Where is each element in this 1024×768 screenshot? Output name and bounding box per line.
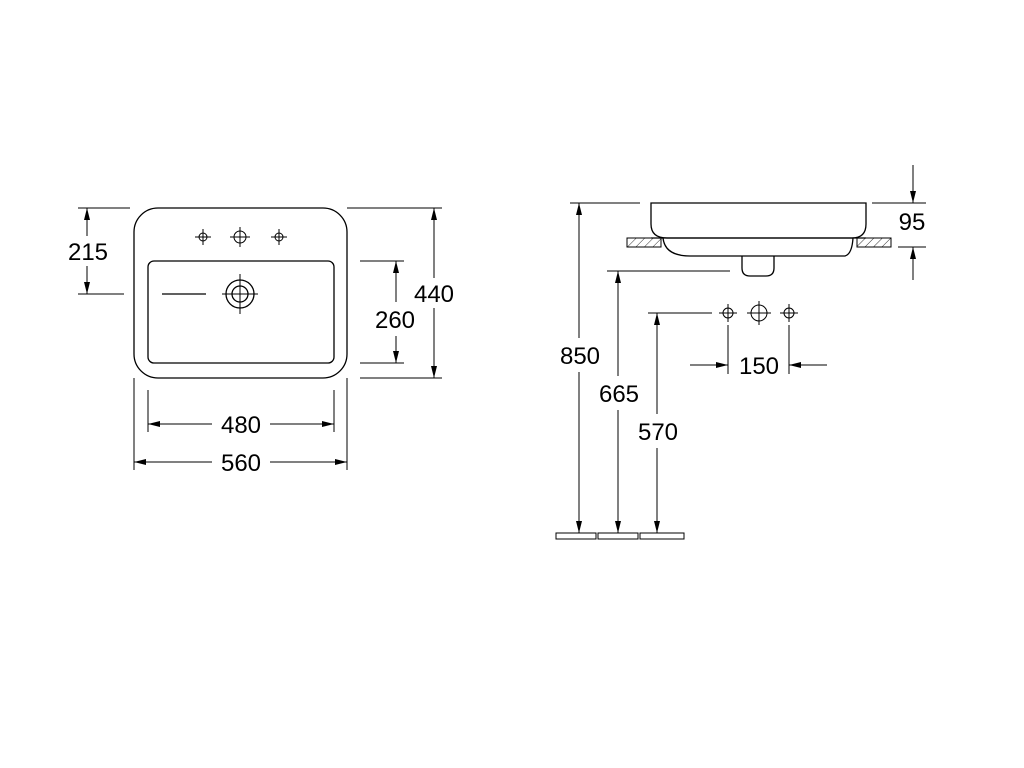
basin-profile [650,202,867,239]
countertop-left [626,237,662,248]
dim-570 [648,312,712,533]
dim-440 [347,207,442,379]
dim-label-440: 440 [414,281,454,308]
side-view: 95 850 665 [555,165,926,540]
floor [555,532,685,540]
dim-label-150: 150 [739,353,779,380]
dim-label-665: 665 [599,381,639,408]
drain-outlet [741,256,775,277]
dim-label-480: 480 [221,412,261,439]
bowl-outline [147,260,335,364]
tap-hole-left [195,229,211,245]
dim-label-850: 850 [560,343,600,370]
tap-hole-side-left [719,304,737,322]
drain [162,274,258,314]
dim-665 [607,270,730,533]
dim-label-570: 570 [638,419,678,446]
dim-label-560: 560 [221,450,261,477]
dim-480 [147,390,335,432]
basin-outline [133,207,348,379]
bowl-underside [662,237,854,257]
tap-hole-side-right [780,304,798,322]
dim-850 [570,202,640,533]
dim-215 [78,207,130,295]
dim-label-260: 260 [375,307,415,334]
tap-hole-right [271,229,287,245]
dim-label-95: 95 [899,209,926,236]
dim-95 [872,165,926,280]
top-view: 215 440 260 48 [68,207,454,477]
dim-560 [133,378,348,470]
tap-hole-side-center [747,301,771,325]
tap-hole-center [230,227,250,247]
dim-150 [690,325,827,374]
dim-260 [360,260,404,364]
countertop-right [856,237,892,248]
dim-label-215: 215 [68,239,108,266]
